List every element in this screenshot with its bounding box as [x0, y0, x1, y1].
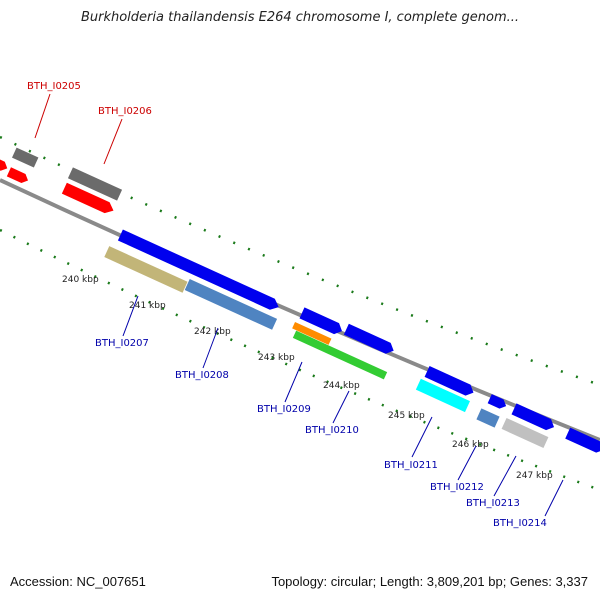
gene-leader-line: [544, 479, 564, 517]
gene-feature-bottom[interactable]: [292, 330, 388, 380]
gene-leader-line: [411, 416, 433, 458]
scale-label: 243 kbp: [258, 353, 295, 363]
topology-text: Topology: circular; Length: 3,809,201 bp…: [271, 574, 588, 589]
scale-label: 245 kbp: [388, 411, 425, 421]
backbone: [0, 178, 600, 442]
gene-leader-line: [332, 390, 350, 424]
gene-feature-bottom[interactable]: [117, 229, 281, 313]
gene-feature-top[interactable]: [12, 147, 39, 168]
gene-feature-bottom[interactable]: [104, 246, 188, 293]
gene-leader-line: [103, 118, 123, 165]
gene-label[interactable]: BTH_I0213: [466, 498, 520, 509]
gene-label[interactable]: BTH_I0212: [430, 482, 484, 493]
gene-feature-top[interactable]: [6, 167, 30, 185]
scale-label: 244 kbp: [323, 381, 360, 391]
gene-feature-bottom[interactable]: [511, 403, 556, 432]
gene-feature-bottom[interactable]: [476, 408, 500, 428]
accession-text: Accession: NC_007651: [10, 574, 146, 589]
gene-feature-bottom[interactable]: [299, 307, 344, 336]
gene-feature-bottom[interactable]: [184, 279, 278, 330]
scale-label: 246 kbp: [452, 440, 489, 450]
gene-feature-bottom[interactable]: [343, 323, 396, 356]
gene-label[interactable]: BTH_I0210: [305, 425, 359, 436]
scale-label: 242 kbp: [194, 327, 231, 337]
gene-feature-top[interactable]: [67, 167, 123, 201]
gene-feature-bottom[interactable]: [292, 321, 332, 345]
gene-label[interactable]: BTH_I0208: [175, 370, 229, 381]
gene-leader-line: [122, 295, 139, 337]
scale-label: 247 kbp: [516, 471, 553, 481]
gene-feature-top[interactable]: [0, 155, 9, 172]
gene-label[interactable]: BTH_I0209: [257, 404, 311, 415]
gene-leader-line: [284, 361, 303, 403]
gene-label[interactable]: BTH_I0214: [493, 518, 547, 529]
scale-label: 241 kbp: [129, 301, 166, 311]
gene-feature-bottom[interactable]: [424, 366, 476, 398]
gene-feature-bottom[interactable]: [487, 394, 509, 411]
gene-leader-line: [457, 445, 477, 481]
gene-leader-line: [34, 93, 51, 139]
gene-leader-line: [202, 327, 219, 369]
gene-feature-bottom[interactable]: [501, 418, 549, 448]
gene-label[interactable]: BTH_I0207: [95, 338, 149, 349]
gene-feature-bottom[interactable]: [565, 427, 600, 456]
gene-feature-top[interactable]: [61, 182, 116, 216]
gene-leader-line: [493, 455, 517, 497]
gene-feature-bottom[interactable]: [415, 378, 470, 413]
map-title: Burkholderia thailandensis E264 chromoso…: [80, 10, 520, 25]
gene-label[interactable]: BTH_I0211: [384, 460, 438, 471]
scale-label: 240 kbp: [62, 275, 99, 285]
gene-label[interactable]: BTH_I0206: [98, 106, 152, 117]
gene-label[interactable]: BTH_I0205: [27, 81, 81, 92]
genome-map: 240 kbp 241 kbp 242 kbp 243 kbp 244 kbp …: [0, 81, 600, 529]
inner-tick-arc: [0, 228, 600, 492]
outer-tick-arc: [0, 135, 600, 387]
